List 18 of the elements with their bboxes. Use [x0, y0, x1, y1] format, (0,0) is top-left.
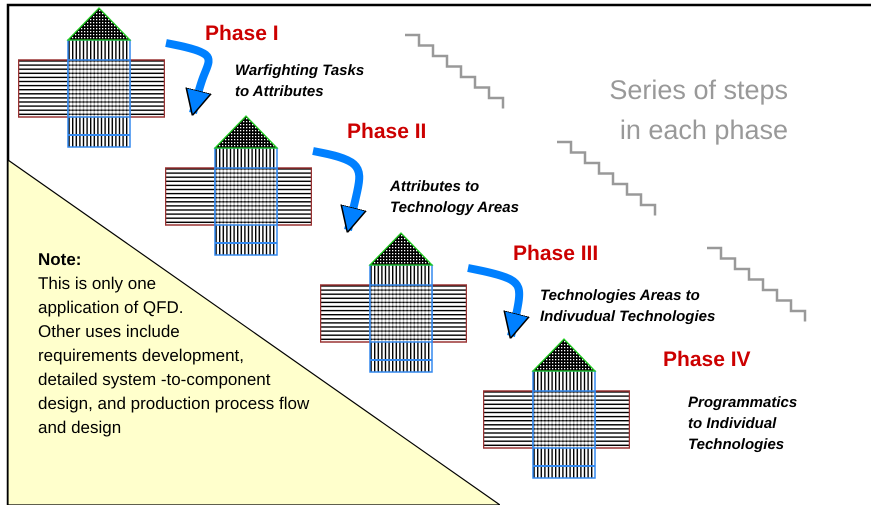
note-text: This is only one application of QFD. Other uses include requirements development, detailed system -to-component design, and production process flow and design — [38, 273, 310, 439]
house-of-quality-drawing — [165, 115, 312, 256]
phase-description: Warfighting Tasks to Attributes — [235, 61, 366, 102]
phase-description: Technologies Areas to Indivudual Technologies — [540, 286, 716, 327]
phase-description: Programmatics to Individual Technologies — [688, 393, 798, 455]
curved-arrow — [467, 264, 530, 340]
phase-title: Phase I — [205, 22, 279, 46]
house-of-quality-drawing — [18, 7, 165, 148]
phase-description: Attributes to Technology Areas — [390, 177, 520, 218]
phase-title: Phase IV — [663, 348, 751, 372]
annotation-text: Series of steps in each phase — [608, 74, 788, 147]
house-of-quality-drawing — [483, 338, 630, 479]
note-heading: Note: — [38, 249, 82, 271]
phase-title: Phase II — [347, 120, 426, 144]
house-of-quality-drawing — [320, 232, 467, 373]
phase-title: Phase III — [513, 242, 598, 266]
curved-arrow — [165, 39, 213, 116]
curved-arrow — [312, 147, 367, 234]
